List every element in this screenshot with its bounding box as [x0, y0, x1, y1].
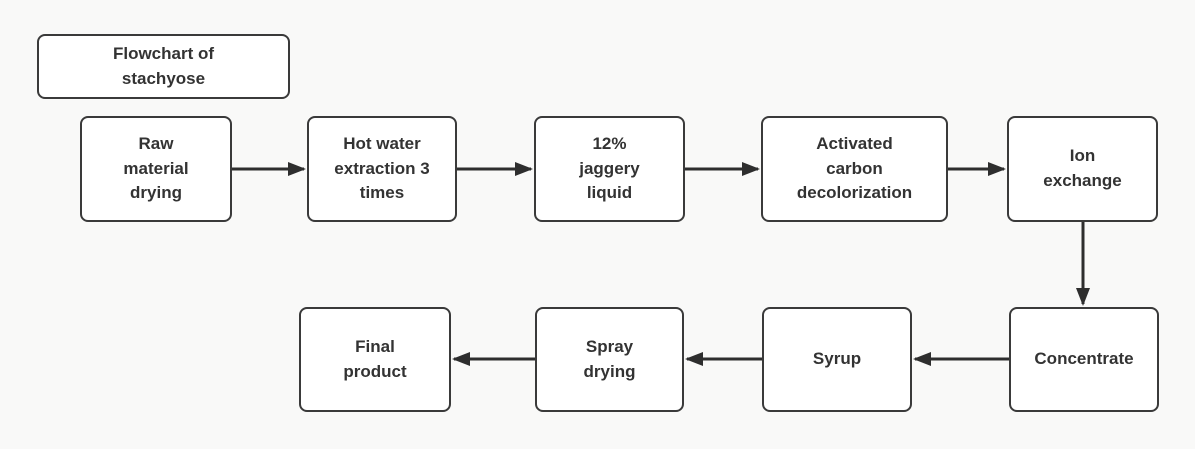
diagram-title: Flowchart of stachyose: [37, 34, 290, 99]
node-raw-material-drying: Raw material drying: [80, 116, 232, 222]
node-hot-water-extraction: Hot water extraction 3 times: [307, 116, 457, 222]
node-ion-exchange: Ion exchange: [1007, 116, 1158, 222]
node-jaggery-liquid: 12% jaggery liquid: [534, 116, 685, 222]
node-activated-carbon-decolorization: Activated carbon decolorization: [761, 116, 948, 222]
node-syrup: Syrup: [762, 307, 912, 412]
node-final-product: Final product: [299, 307, 451, 412]
node-concentrate: Concentrate: [1009, 307, 1159, 412]
node-spray-drying: Spray drying: [535, 307, 684, 412]
